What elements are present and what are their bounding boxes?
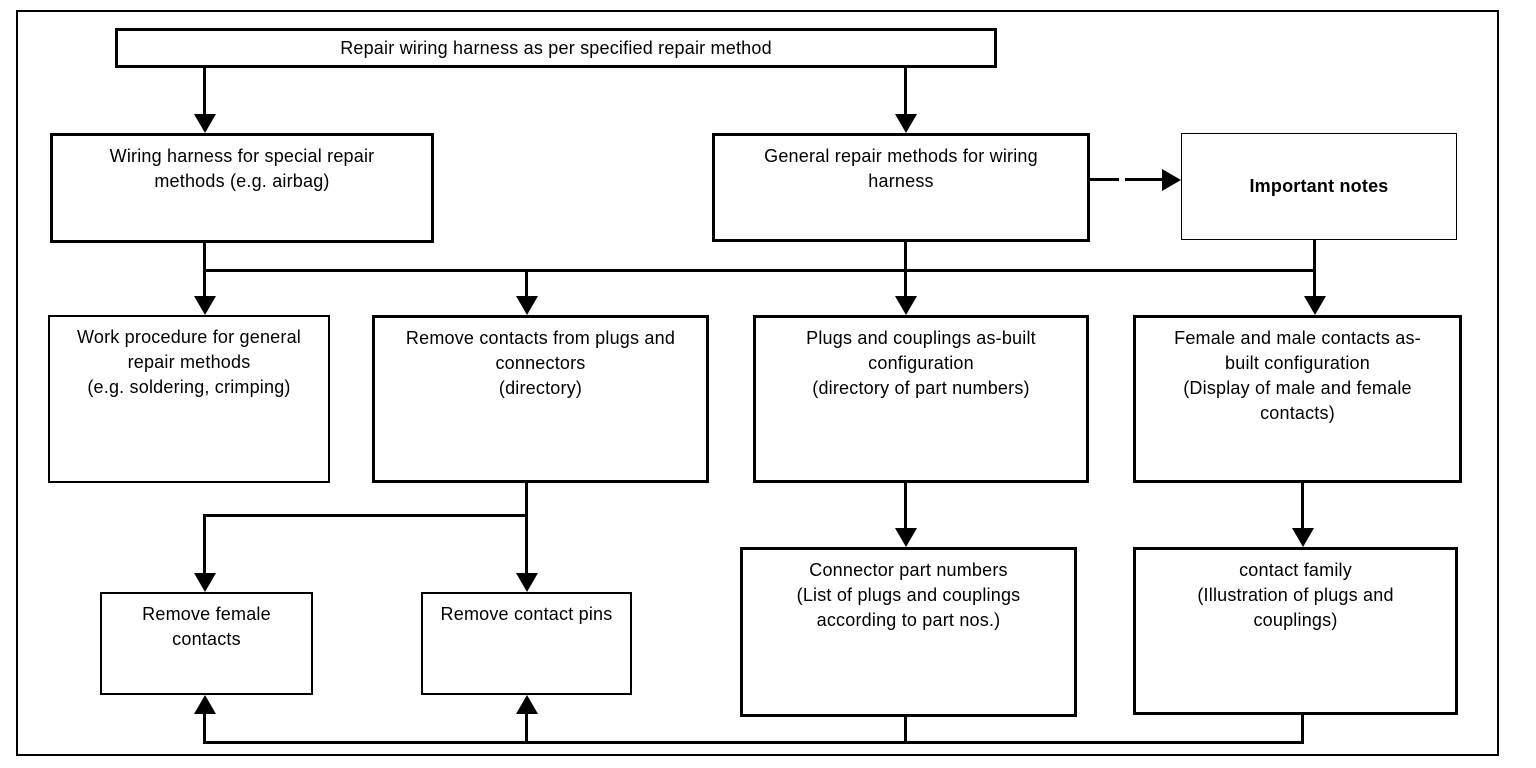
arrow-into-notes-icon — [1162, 169, 1181, 191]
node-contact-family: contact family (Illustration of plugs an… — [1133, 547, 1458, 715]
node-important-notes: Important notes — [1181, 133, 1457, 240]
family-feedback-stem — [1301, 715, 1304, 744]
node-plugs-couplings-config: Plugs and couplings as-built configurati… — [753, 315, 1089, 483]
special-down-stem — [203, 243, 206, 272]
arrow-into-family-icon — [1292, 528, 1314, 547]
split-elbow-bar — [203, 514, 528, 517]
drop-to-remove-contacts — [525, 269, 528, 297]
distributor-bar — [203, 269, 1316, 272]
arrow-into-plugs-icon — [895, 296, 917, 315]
node-repair-root: Repair wiring harness as per specified r… — [115, 28, 997, 68]
node-remove-contact-pins: Remove contact pins — [421, 592, 632, 695]
arrow-up-removepins-icon — [516, 695, 538, 714]
node-remove-contacts: Remove contacts from plugs and connector… — [372, 315, 709, 483]
root-to-general-stem — [904, 68, 907, 114]
drop-to-female-male — [1313, 269, 1316, 297]
feedback-bar — [203, 741, 1304, 744]
general-down-stem — [904, 242, 907, 272]
general-to-notes-dash-2 — [1125, 178, 1162, 181]
general-to-notes-dash-1 — [1090, 178, 1119, 181]
node-remove-female-contacts: Remove female contacts — [100, 592, 313, 695]
feedback-up-left-stem — [203, 713, 206, 743]
arrow-into-removefemale-icon — [194, 573, 216, 592]
arrow-into-special-icon — [194, 114, 216, 133]
root-to-special-stem — [203, 68, 206, 114]
arrow-up-removefemale-icon — [194, 695, 216, 714]
node-work-procedure: Work procedure for general repair method… — [48, 315, 330, 483]
notes-down-stem — [1313, 240, 1316, 272]
arrow-into-work-icon — [194, 296, 216, 315]
drop-to-remove-pins — [525, 514, 528, 574]
drop-to-plugs-couplings — [904, 269, 907, 297]
arrow-into-removecontacts-icon — [516, 296, 538, 315]
node-special-repair-methods: Wiring harness for special repair method… — [50, 133, 434, 243]
arrow-into-connector-icon — [895, 528, 917, 547]
feedback-up-mid-stem — [525, 713, 528, 743]
connector-feedback-stem — [904, 717, 907, 744]
femalemale-to-family-stem — [1301, 483, 1304, 529]
drop-to-work-procedure — [203, 269, 206, 297]
node-general-repair-methods: General repair methods for wiring harnes… — [712, 133, 1090, 242]
arrow-into-general-icon — [895, 114, 917, 133]
plugs-to-connector-stem — [904, 483, 907, 529]
remove-contacts-down-stem — [525, 483, 528, 517]
node-female-male-config: Female and male contacts as- built confi… — [1133, 315, 1462, 483]
drop-to-remove-female — [203, 514, 206, 574]
arrow-into-removepins-icon — [516, 573, 538, 592]
arrow-into-femalemale-icon — [1304, 296, 1326, 315]
node-connector-part-numbers: Connector part numbers (List of plugs an… — [740, 547, 1077, 717]
diagram-outer-border — [16, 10, 1499, 756]
